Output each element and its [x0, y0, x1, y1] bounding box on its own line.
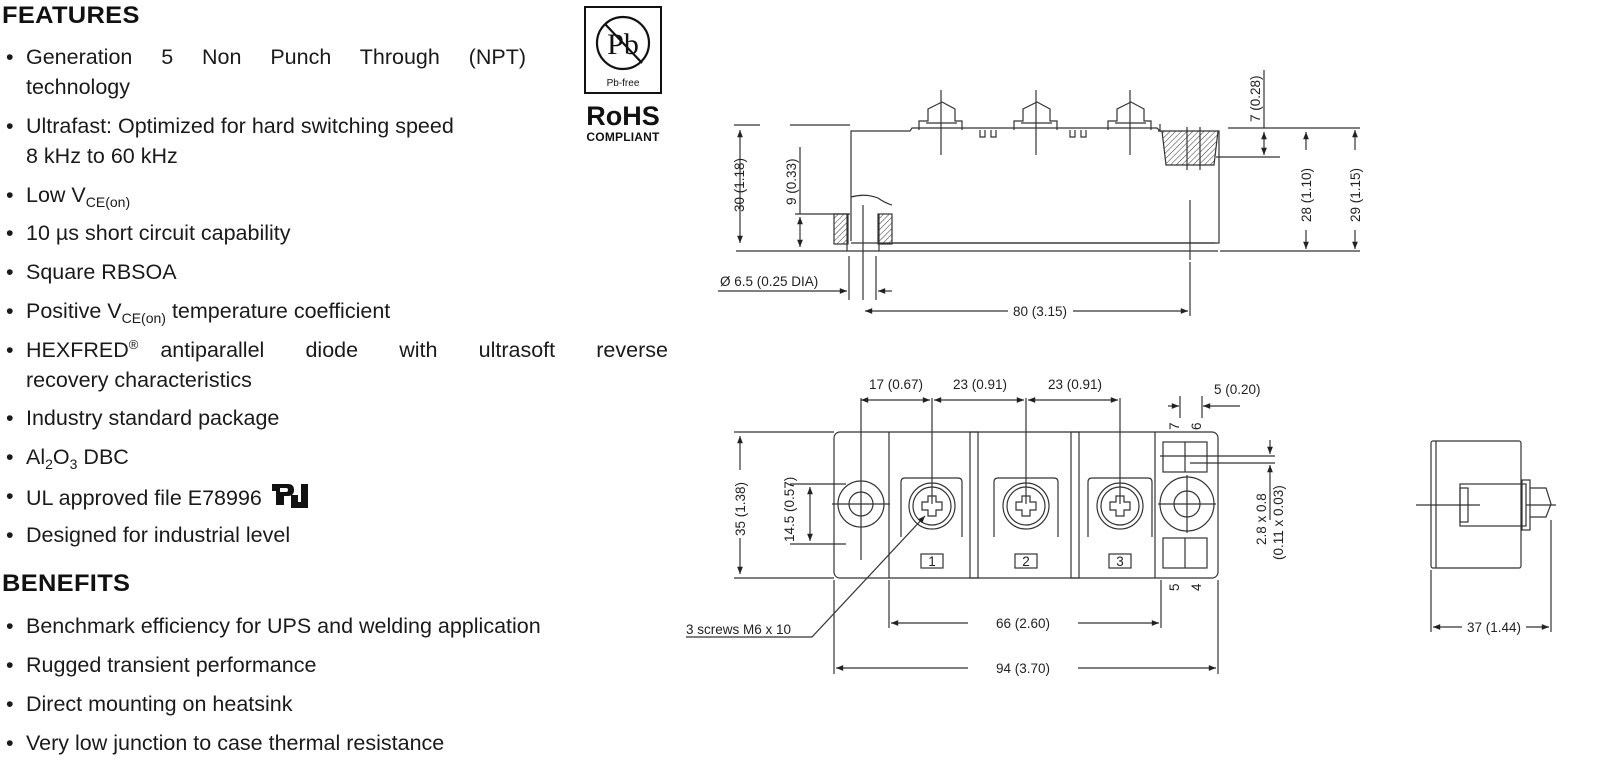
- dim-hole-offset: 14.5 (0.57): [782, 477, 797, 542]
- dim-terminal-depth: 7 (0.28): [1248, 75, 1263, 122]
- dim-first-pitch: 17 (0.67): [869, 377, 923, 392]
- dim-pitch-b: 23 (0.91): [1048, 377, 1102, 392]
- benefits-heading: BENEFITS: [2, 570, 131, 597]
- terminal-stud: [918, 90, 963, 155]
- end-view: [1416, 440, 1556, 632]
- pin-label-7: 7: [1167, 422, 1182, 430]
- rohs-badge: Pb Pb-free RoHS COMPLIANT: [582, 6, 664, 144]
- terminal-stud: [1107, 90, 1152, 155]
- pin-label-4: 4: [1189, 583, 1204, 591]
- dim-tab-size: 2.8 x 0.8: [1254, 493, 1269, 545]
- pb-free-icon: Pb Pb-free: [595, 15, 651, 89]
- dim-body-height: 28 (1.10): [1299, 168, 1314, 222]
- terminal-label-3: 3: [1116, 554, 1124, 569]
- dim-pitch-a: 23 (0.91): [953, 377, 1007, 392]
- word: reverse: [596, 338, 668, 362]
- pb-free-logo: Pb Pb-free: [584, 6, 662, 94]
- dim-width: 35 (1.38): [733, 482, 748, 536]
- terminal-label-2: 2: [1022, 554, 1030, 569]
- screw-icon: [1002, 398, 1050, 530]
- dim-hole-diameter: Ø 6.5 (0.25 DIA): [720, 274, 818, 289]
- dim-height-total: 30 (1.18): [732, 158, 747, 212]
- dim-tab-size-inch: (0.11 x 0.03): [1271, 485, 1286, 560]
- pin-label-6: 6: [1189, 422, 1204, 430]
- word: antiparallel: [160, 338, 265, 362]
- pin-label-5: 5: [1167, 583, 1182, 591]
- dim-length: 94 (3.70): [996, 661, 1050, 676]
- dim-tab-offset: 5 (0.20): [1214, 382, 1261, 397]
- screw-icon: [908, 398, 956, 530]
- terminal-stud: [1013, 90, 1058, 155]
- dim-mount-height: 9 (0.33): [784, 158, 799, 205]
- word: with: [399, 338, 438, 362]
- top-view: [686, 396, 1275, 674]
- features-heading: FEATURES: [2, 2, 140, 29]
- svg-text:Pb-free: Pb-free: [607, 78, 640, 89]
- terminal-label-1: 1: [928, 554, 936, 569]
- word: ultrasoft: [478, 338, 556, 362]
- rohs-compliant-label: COMPLIANT: [586, 130, 660, 144]
- screw-icon: [1096, 398, 1144, 530]
- dim-terminal-span: 66 (2.60): [996, 616, 1050, 631]
- ul-recognized-icon: [270, 481, 310, 517]
- dim-end-depth: 37 (1.44): [1467, 620, 1521, 635]
- screws-note: 3 screws M6 x 10: [686, 622, 791, 637]
- dim-hole-pitch: 80 (3.15): [1013, 304, 1067, 319]
- side-view: [718, 70, 1360, 316]
- dim-overall-height: 29 (1.15): [1348, 168, 1363, 222]
- rohs-title: RoHS: [586, 101, 660, 131]
- word: diode: [305, 338, 359, 362]
